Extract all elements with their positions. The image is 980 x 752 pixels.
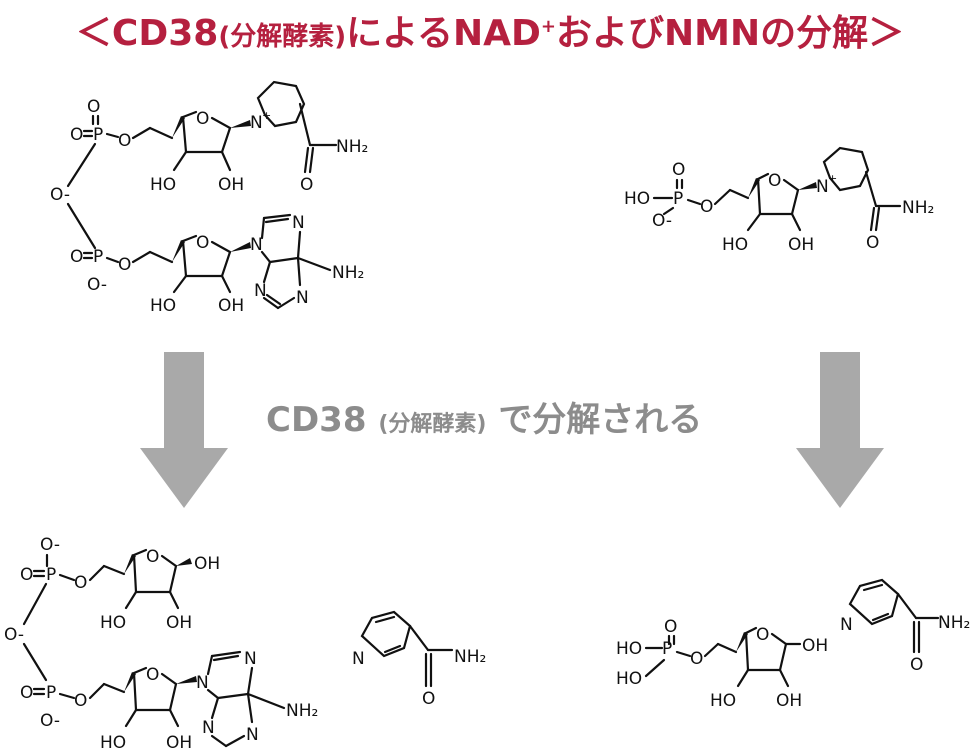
title-cd38: CD38 [111,13,219,54]
atom-label: O [664,617,677,637]
process-enzyme: (分解酵素) [378,412,487,437]
atom-label: N [292,213,305,233]
nicotinamide-left-structure: N NH₂ O [352,610,486,709]
atom-label: O [866,233,879,253]
atom-label: NH₂ [332,263,364,283]
ribose-phosphate-structure: O HO P HO O O OH HO OH [616,617,828,711]
atom-label: O- [50,185,70,205]
atom-label: N [196,673,209,693]
atom-label: NH₂ [902,198,934,218]
process-label: CD38 (分解酵素) で分解される [266,392,702,441]
left-down-arrow [140,352,228,508]
atom-label: OH [166,733,192,752]
atom-label: HO [100,733,126,752]
atom-label: O [756,625,769,645]
atom-label: OH [218,175,244,195]
atom-label: O [700,197,713,217]
atom-label: O [146,547,159,567]
atom-label: OH [218,296,244,316]
adp-ribose-structure: O- O P O O OH HO OH O- O P O- O [4,535,318,752]
atom-label: OH [194,554,220,574]
atom-label: O- [40,711,60,731]
atom-label: NH₂ [336,137,368,157]
atom-label: OH [802,636,828,656]
atom-label: OH [166,613,192,633]
atom-label: OH [788,235,814,255]
title-tail: およびNMNの分解 [555,13,869,54]
atom-label: P [46,565,56,585]
atom-label: HO [624,189,650,209]
atom-label: HO [150,296,176,316]
atom-label: O [70,125,83,145]
atom-label: O [20,565,33,585]
atom-label: O- [40,535,60,555]
atom-label: P [93,247,103,267]
atom-label: O [768,171,781,191]
nicotinamide-right-structure: N NH₂ O [840,578,970,675]
atom-label: O [196,233,209,253]
atom-label: O [146,665,159,685]
atom-label: O- [652,211,672,231]
atom-label: N [250,235,263,255]
atom-label: NH₂ [454,647,486,667]
title-mid: によるNAD [346,13,541,54]
atom-label: P [673,189,683,209]
atom-label: O- [4,625,24,645]
atom-label: N [202,718,215,738]
atom-label: P [46,683,56,703]
atom-label: N [840,615,853,635]
atom-label: O [690,649,703,669]
nad-structure: O O P O O HO OH N + NH₂ O O- [50,80,368,316]
title-close-bracket: ＞ [868,13,905,54]
atom-label: N [816,177,829,197]
atom-label: N [352,649,365,669]
atom-label: O [196,109,209,129]
atom-label: O [70,247,83,267]
atom-label: + [828,172,837,185]
atom-label: P [662,639,672,659]
atom-label: N [250,113,263,133]
title-enzyme: (分解酵素) [218,22,347,52]
atom-label: HO [616,639,642,659]
process-tail: で分解される [498,400,703,440]
atom-label: O [672,160,685,180]
atom-label: O [74,691,87,711]
atom-label: O [20,683,33,703]
title-plus: + [540,16,556,37]
atom-label: HO [722,235,748,255]
right-down-arrow [796,352,884,508]
atom-label: N [244,649,257,669]
atom-label: O [422,689,435,709]
atom-label: HO [616,669,642,689]
atom-label: NH₂ [286,701,318,721]
nmn-structure: O HO P O- O O HO OH N + NH₂ O [624,146,934,255]
atom-label: O [74,573,87,593]
atom-label: NH₂ [938,613,970,633]
title-open-bracket: ＜ [75,13,112,54]
atom-label: P [93,125,103,145]
atom-label: HO [710,691,736,711]
atom-label: N [246,725,259,745]
atom-label: O- [87,275,107,295]
atom-label: N [254,281,267,301]
process-cd38: CD38 [266,400,367,440]
atom-label: O [118,131,131,151]
atom-label: N [296,288,309,308]
atom-label: O [87,97,100,117]
atom-label: HO [150,175,176,195]
page-title: ＜CD38(分解酵素)によるNAD+およびNMNの分解＞ [0,4,980,56]
atom-label: OH [776,691,802,711]
atom-label: O [118,255,131,275]
atom-label: O [300,175,313,195]
atom-label: HO [100,613,126,633]
atom-label: O [910,655,923,675]
